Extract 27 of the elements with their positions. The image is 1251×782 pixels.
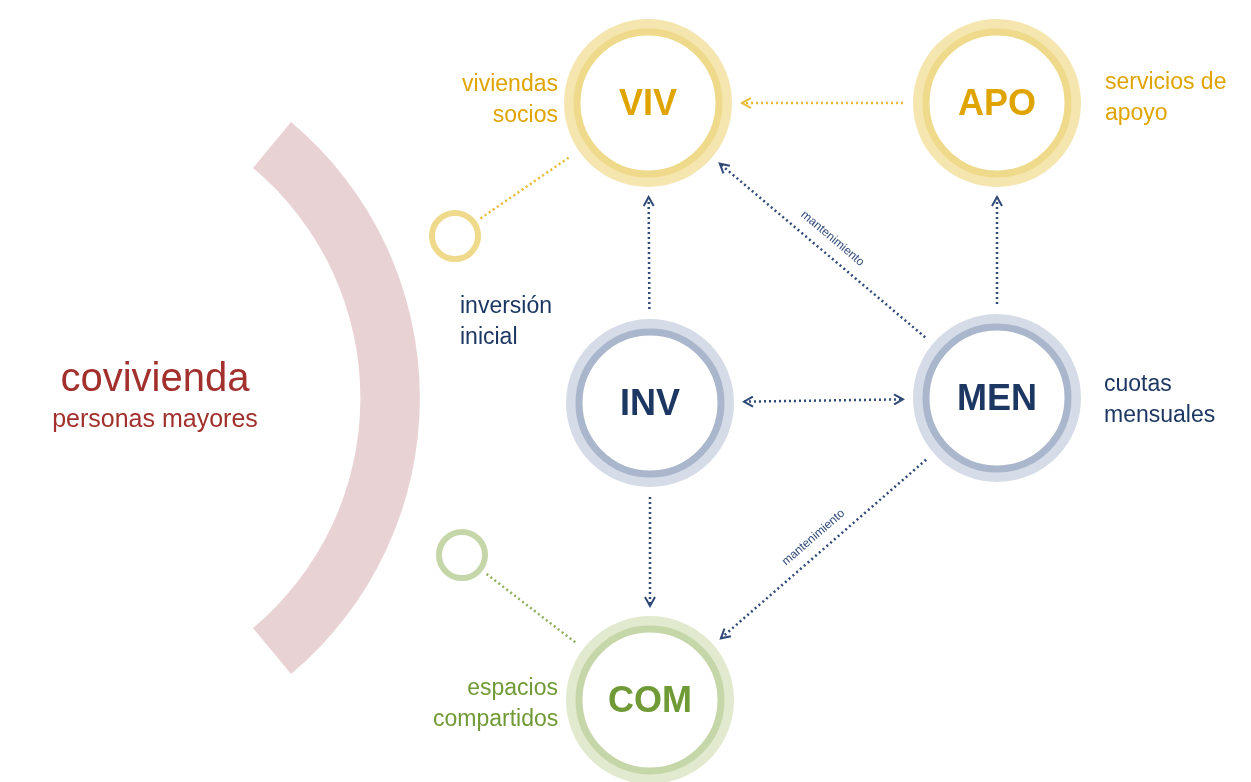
subtitle: personas mayores xyxy=(51,403,259,434)
ring-circle xyxy=(913,19,1081,187)
node-caption: cuotas mensuales xyxy=(1104,369,1217,429)
small-circle xyxy=(428,209,482,263)
node-label: INV xyxy=(620,385,680,421)
dotted-line xyxy=(479,155,572,220)
dotted-arrow xyxy=(718,162,926,339)
dotted-arrow xyxy=(642,196,655,309)
node-caption: inversión inicial xyxy=(460,291,554,351)
node-caption: espacios compartidos xyxy=(433,673,558,733)
node-label: VIV xyxy=(619,85,677,121)
ring-circle xyxy=(566,319,734,487)
ring-circle xyxy=(913,314,1081,482)
main-title: covivienda xyxy=(59,354,251,401)
ring-circle xyxy=(564,19,732,187)
dotted-arrow xyxy=(991,196,1003,304)
dotted-arrow xyxy=(719,458,927,640)
dotted-line xyxy=(485,572,577,644)
dotted-arrow xyxy=(743,393,904,408)
node-label: COM xyxy=(608,682,692,718)
small-circle xyxy=(435,528,489,582)
node-caption: viviendas socios xyxy=(461,69,558,129)
node-label: APO xyxy=(958,85,1036,121)
node-caption: servicios de apoyo xyxy=(1105,67,1227,127)
node-label: MEN xyxy=(957,380,1037,416)
dotted-arrow xyxy=(741,97,903,109)
dotted-arrow xyxy=(644,497,656,607)
